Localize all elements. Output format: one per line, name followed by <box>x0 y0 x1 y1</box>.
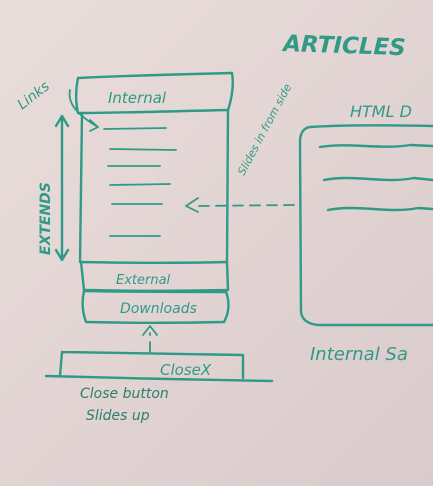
tab-external-label: External <box>116 273 171 288</box>
links-annotation: Links <box>15 78 53 113</box>
slides-in-annotation: Slides in from side <box>235 82 294 178</box>
close-button-outline <box>58 350 245 380</box>
slide-in-arrow-head <box>185 197 199 213</box>
panel-content-squiggles <box>318 143 433 212</box>
close-up-arrow-head <box>142 325 158 336</box>
tab-internal-label: Internal <box>108 89 167 107</box>
link-list-panel <box>78 108 230 264</box>
close-note-line1: Close button <box>80 386 169 402</box>
tab-downloads-outline <box>81 289 230 324</box>
close-baseline <box>44 374 274 383</box>
sketch-title: ARTICLES <box>281 31 406 61</box>
extends-annotation: EXTENDS <box>38 182 54 255</box>
extends-double-arrow <box>54 114 70 262</box>
slide-in-dashed-arrow <box>195 204 295 207</box>
html-panel-outline <box>298 124 433 327</box>
link-list-lines <box>103 127 177 237</box>
panel-header: HTML D <box>350 102 412 121</box>
close-note-line2: Slides up <box>86 408 150 424</box>
links-pointer-arrow <box>68 89 99 132</box>
close-button-label: CloseX <box>160 361 212 379</box>
tab-downloads-label: Downloads <box>120 301 197 317</box>
panel-caption: Internal Sa <box>310 344 408 365</box>
